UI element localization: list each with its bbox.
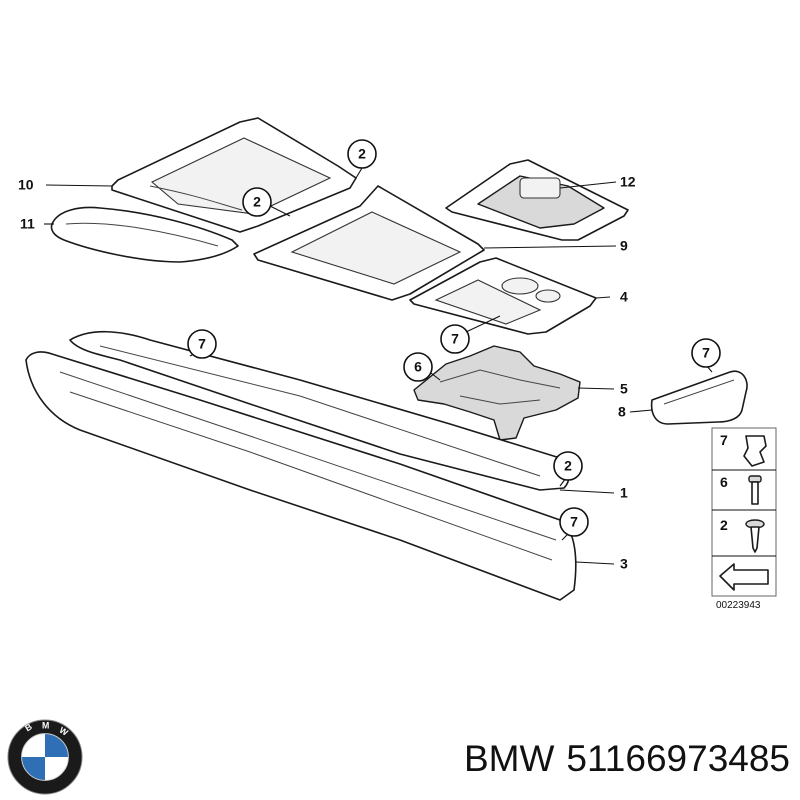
label-11: 11 — [20, 216, 35, 232]
part-4-cupholder-panel — [409, 257, 597, 335]
svg-text:7: 7 — [702, 345, 710, 361]
label-12: 12 — [620, 174, 636, 190]
callout-7c: 7 — [559, 507, 589, 537]
bmw-logo: B M W — [7, 719, 83, 795]
direction-arrow-icon — [719, 563, 769, 591]
callout-2b: 2 — [242, 187, 272, 217]
part-9-center-frame — [253, 185, 485, 301]
part-10-trim-frame — [111, 117, 357, 233]
part-11-side-cover — [50, 206, 239, 263]
legend-number-7: 7 — [720, 432, 728, 448]
self-tapping-screw-icon — [745, 519, 765, 553]
part-caption: BMW 51166973485 — [380, 738, 790, 780]
label-4: 4 — [620, 289, 628, 305]
part-3-side-trim-lower — [25, 351, 577, 601]
callout-6: 6 — [403, 352, 433, 382]
label-9: 9 — [620, 238, 628, 254]
callout-7b: 7 — [440, 324, 470, 354]
svg-text:M: M — [42, 721, 49, 731]
svg-text:2: 2 — [564, 458, 572, 474]
part-number: 51166973485 — [566, 738, 790, 779]
legend-number-2: 2 — [720, 517, 728, 533]
label-3: 3 — [620, 556, 628, 572]
callout-2c: 2 — [553, 451, 583, 481]
label-10: 10 — [18, 177, 34, 193]
svg-text:7: 7 — [451, 331, 459, 347]
clip-icon — [743, 435, 767, 467]
callout-7d: 7 — [691, 338, 721, 368]
part-8-end-cover — [650, 370, 748, 425]
screw-icon — [748, 475, 762, 505]
brand-name: BMW — [463, 738, 555, 779]
label-8: 8 — [618, 404, 626, 420]
part-5-bracket — [413, 345, 581, 441]
callout-7a: 7 — [187, 329, 217, 359]
diagram-id: 00223943 — [716, 600, 761, 611]
svg-text:6: 6 — [414, 359, 422, 375]
label-1: 1 — [620, 485, 628, 501]
svg-text:7: 7 — [198, 336, 206, 352]
svg-text:2: 2 — [358, 146, 366, 162]
svg-text:2: 2 — [253, 194, 261, 210]
svg-text:B: B — [23, 722, 34, 734]
part-12-shifter-bezel — [445, 159, 629, 241]
callout-2a: 2 — [347, 139, 377, 169]
label-5: 5 — [620, 381, 628, 397]
svg-text:7: 7 — [570, 514, 578, 530]
legend-number-6: 6 — [720, 474, 728, 490]
fastener-legend: 7 6 2 00223943 — [711, 427, 777, 611]
